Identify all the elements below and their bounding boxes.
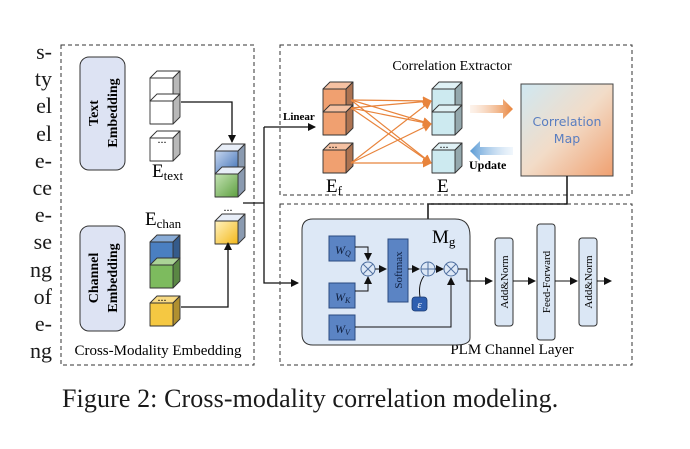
figure-caption: Figure 2: Cross-modality correlation mod… (62, 384, 559, 413)
softmax-label: Softmax (393, 251, 405, 289)
text-fragment: e- (34, 147, 52, 173)
e-label: E (437, 176, 449, 197)
e-chan-label: Echan (145, 209, 182, 231)
correlation-map-label-1: Correlation (533, 114, 602, 129)
text-fragment: ty (34, 66, 52, 92)
correlation-line (350, 97, 432, 109)
wq-to-mul-arrow (355, 246, 372, 261)
correlation-line (350, 107, 432, 127)
ellipsis: ... (158, 132, 167, 146)
channel-embedding-block (79, 225, 126, 332)
text-embedding-label-2: Embedding (106, 78, 121, 147)
text-fragment: of (33, 283, 52, 309)
channel-embedding-cube (149, 257, 181, 289)
channel-embedding-cube (149, 234, 181, 266)
wv-to-mul2-arrow (355, 277, 455, 328)
wq-box (328, 235, 356, 262)
fused-to-plm-arrow (263, 127, 299, 287)
softmax-box (387, 238, 409, 303)
update-arrow (470, 141, 513, 161)
linear-label: Linear (283, 111, 315, 123)
text-embedding-cube (149, 130, 181, 162)
text-embedding-block (79, 56, 126, 171)
epsilon-box (411, 296, 428, 312)
update-label: Update (469, 158, 507, 172)
ellipsis: ... (440, 137, 449, 151)
text-fragment: ng (30, 256, 52, 282)
add-norm-2-label: Add&Norm (583, 255, 595, 309)
left-column-text: s- ty el el e- ce e- se ng of e- ng (0, 38, 52, 364)
mg-label: Mg (432, 227, 456, 249)
text-fragment: el (36, 93, 52, 119)
correlation-extractor-title: Correlation Extractor (392, 59, 512, 74)
to-correlation-map-arrow (470, 99, 513, 119)
add-norm-2-box (578, 237, 598, 327)
epsilon-label: ε (417, 299, 422, 311)
wk-to-mul-arrow (355, 276, 372, 292)
attention-to-addnorm-arrow (458, 268, 493, 285)
correlation-line (350, 96, 432, 106)
ef-label: Ef (326, 176, 343, 198)
multiply-icon (360, 261, 376, 277)
cross-modality-embedding-panel (60, 44, 255, 366)
correlation-line (350, 100, 432, 164)
e-text-label: Etext (152, 161, 183, 183)
add-norm-1-label: Add&Norm (499, 255, 511, 309)
text-fragment: el (36, 120, 52, 146)
ellipsis: ... (158, 290, 167, 304)
text-fragment: e- (34, 202, 52, 228)
correlation-map-label-2: Map (554, 131, 580, 146)
add-icon (420, 261, 436, 277)
correlation-map (520, 83, 614, 177)
text-embedding-cube (149, 93, 181, 125)
multiply-icon (443, 261, 459, 277)
correlation-line (350, 123, 432, 164)
text-fragment: s- (36, 39, 52, 64)
wq-label: WQ (335, 243, 351, 258)
chan-to-fused-arrow (181, 242, 232, 308)
feed-forward-box (536, 223, 556, 341)
correlation-lines (350, 96, 432, 168)
text-to-fused-arrow (181, 101, 236, 143)
plm-channel-layer-panel (279, 203, 633, 366)
e-cube (431, 142, 463, 174)
correlation-line (350, 99, 432, 127)
text-embedding-label-1: Text (87, 100, 102, 126)
text-fragment: se (33, 229, 52, 255)
fused-embedding-cube (214, 166, 246, 198)
channel-embedding-cube (149, 295, 181, 327)
wk-box (328, 282, 356, 309)
ef-cube (322, 104, 354, 136)
correlation-extractor-panel (279, 44, 633, 196)
epsilon-link (419, 275, 425, 298)
add-norm-1-box (494, 237, 514, 327)
wk-label: WK (335, 290, 351, 305)
text-fragment: ng (30, 338, 52, 364)
ef-cube (322, 142, 354, 174)
e-cube (431, 104, 463, 136)
plm-channel-layer-title: PLM Channel Layer (450, 342, 573, 358)
channel-embedding-label-1: Channel (87, 253, 102, 304)
text-fragment: ce (32, 175, 52, 201)
ellipsis: ... (329, 137, 338, 151)
feed-forward-label: Feed-Forward (541, 250, 553, 313)
text-fragment: e- (34, 311, 52, 337)
correlation-line (350, 107, 432, 164)
channel-embedding-label-2: Embedding (106, 243, 121, 312)
cross-modality-embedding-title: Cross-Modality Embedding (74, 343, 242, 359)
ellipsis: ... (224, 200, 233, 214)
fused-embedding-cube (214, 213, 246, 245)
wv-label: WV (335, 322, 351, 337)
